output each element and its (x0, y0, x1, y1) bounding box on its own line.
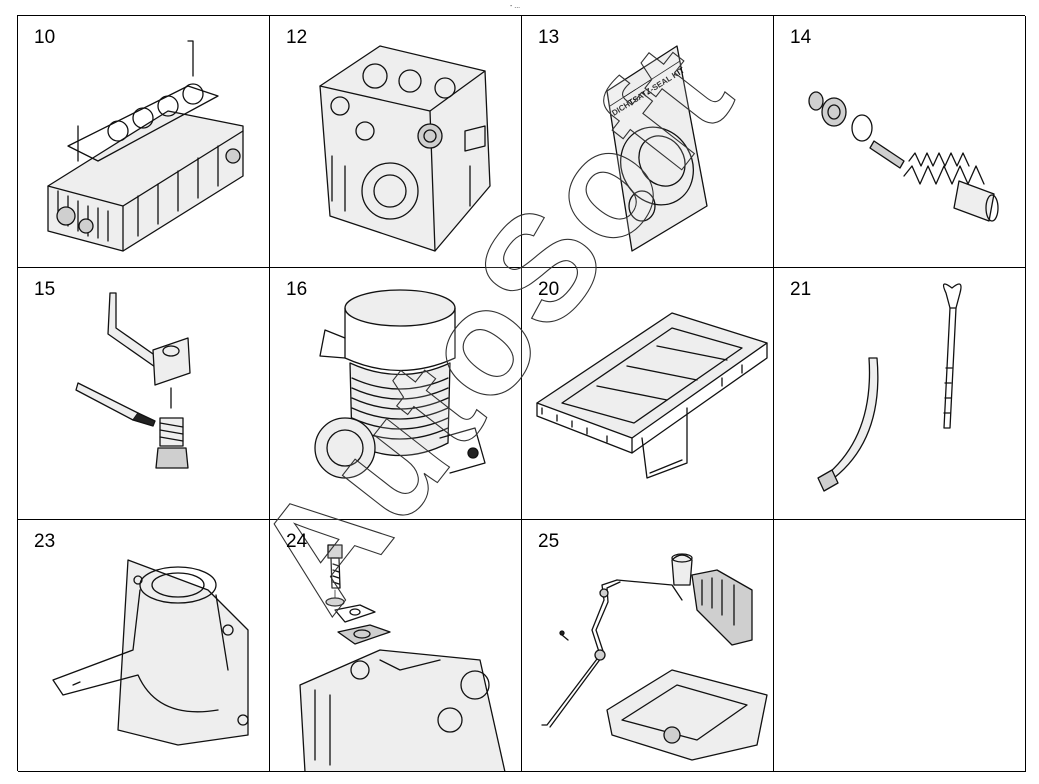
part-cell-24[interactable]: 24 (270, 520, 522, 772)
part-number: 16 (286, 279, 308, 300)
header-mark: - ... (510, 3, 521, 10)
part-number: 12 (286, 27, 308, 48)
oil-sump-frame-drawing (536, 312, 768, 479)
oil-line-drawing (541, 553, 768, 761)
banjo-pipe-drawing (75, 292, 191, 469)
part-number: 24 (286, 531, 308, 552)
part-cell-23[interactable]: 23 (18, 520, 270, 772)
part-cell-15[interactable]: 15 (18, 268, 270, 520)
part-cell-20[interactable]: 20 (522, 268, 774, 520)
cover-bolt-drawing (299, 544, 506, 771)
part-number: 23 (34, 531, 56, 552)
part-number: 21 (790, 279, 812, 300)
part-cell-12[interactable]: 12 (270, 16, 522, 268)
part-cell-13[interactable]: 13 DICHTSATZ-SEAL KIT (522, 16, 774, 268)
seal-kit-bag-drawing: DICHTSATZ-SEAL KIT (606, 45, 708, 252)
part-number: 25 (538, 531, 560, 552)
part-number: 10 (34, 27, 56, 48)
elbow-flange-drawing (52, 559, 249, 746)
part-number: 15 (34, 279, 56, 300)
part-number: 20 (538, 279, 560, 300)
empty-cell (774, 520, 1026, 772)
part-number: 13 (538, 27, 560, 48)
part-cell-21[interactable]: 21 (774, 268, 1026, 520)
parts-grid: 10 12 13 (17, 15, 1026, 772)
dipstick-drawing (817, 283, 962, 492)
cylinder-housing-drawing (314, 289, 486, 479)
part-cell-25[interactable]: 25 (522, 520, 774, 772)
valve-spring-assembly-drawing (808, 91, 999, 222)
part-cell-14[interactable]: 14 (774, 16, 1026, 268)
part-cell-16[interactable]: 16 (270, 268, 522, 520)
part-number: 14 (790, 27, 812, 48)
engine-block-drawing (47, 40, 244, 252)
crankcase-block-drawing (319, 45, 491, 252)
part-cell-10[interactable]: 10 (18, 16, 270, 268)
